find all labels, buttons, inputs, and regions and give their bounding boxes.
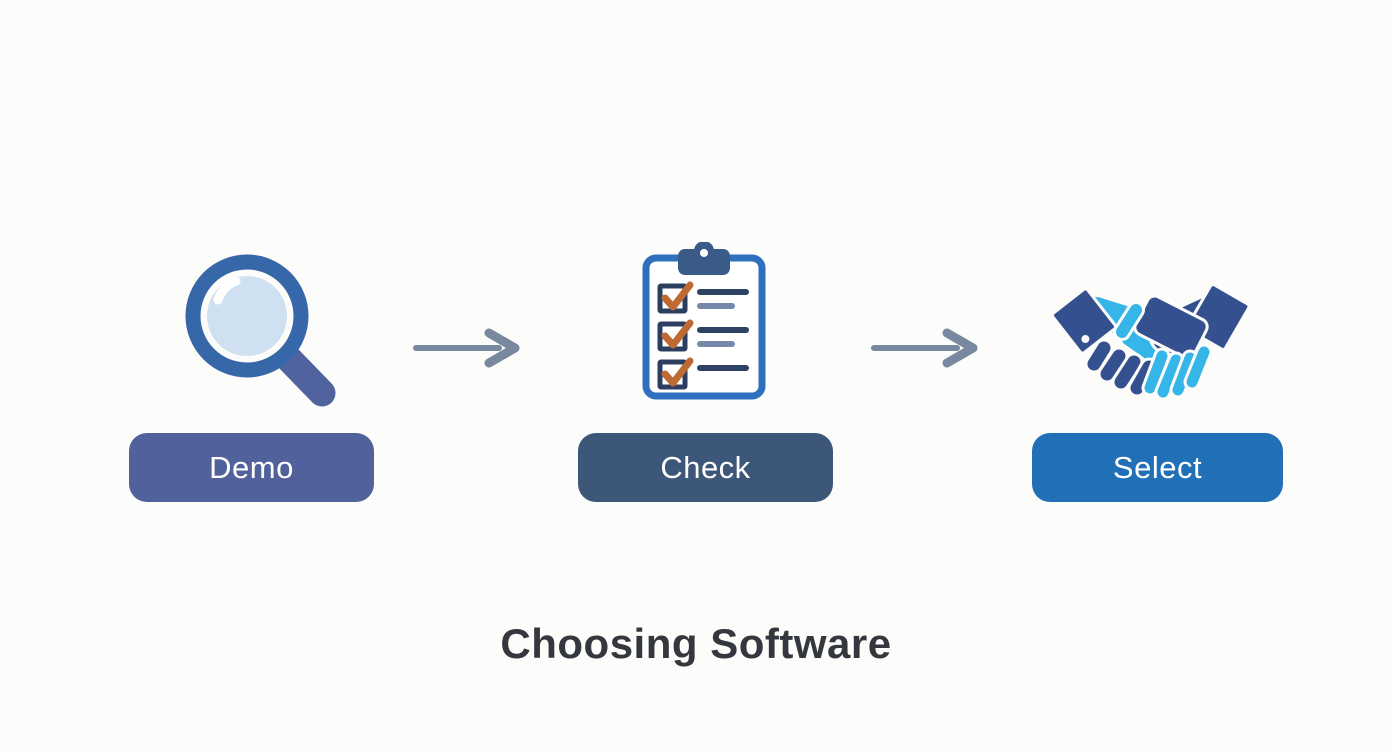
step-button-check[interactable]: Check <box>578 433 833 502</box>
checklist-clipboard-icon <box>638 241 770 409</box>
step-button-select[interactable]: Select <box>1032 433 1283 502</box>
arrow-right-icon <box>413 326 523 375</box>
diagram-title: Choosing Software <box>500 620 892 667</box>
handshake-icon <box>1050 272 1262 417</box>
arrow-right-icon <box>871 326 981 375</box>
magnifier-search-icon <box>180 248 350 423</box>
step-button-demo[interactable]: Demo <box>129 433 374 502</box>
